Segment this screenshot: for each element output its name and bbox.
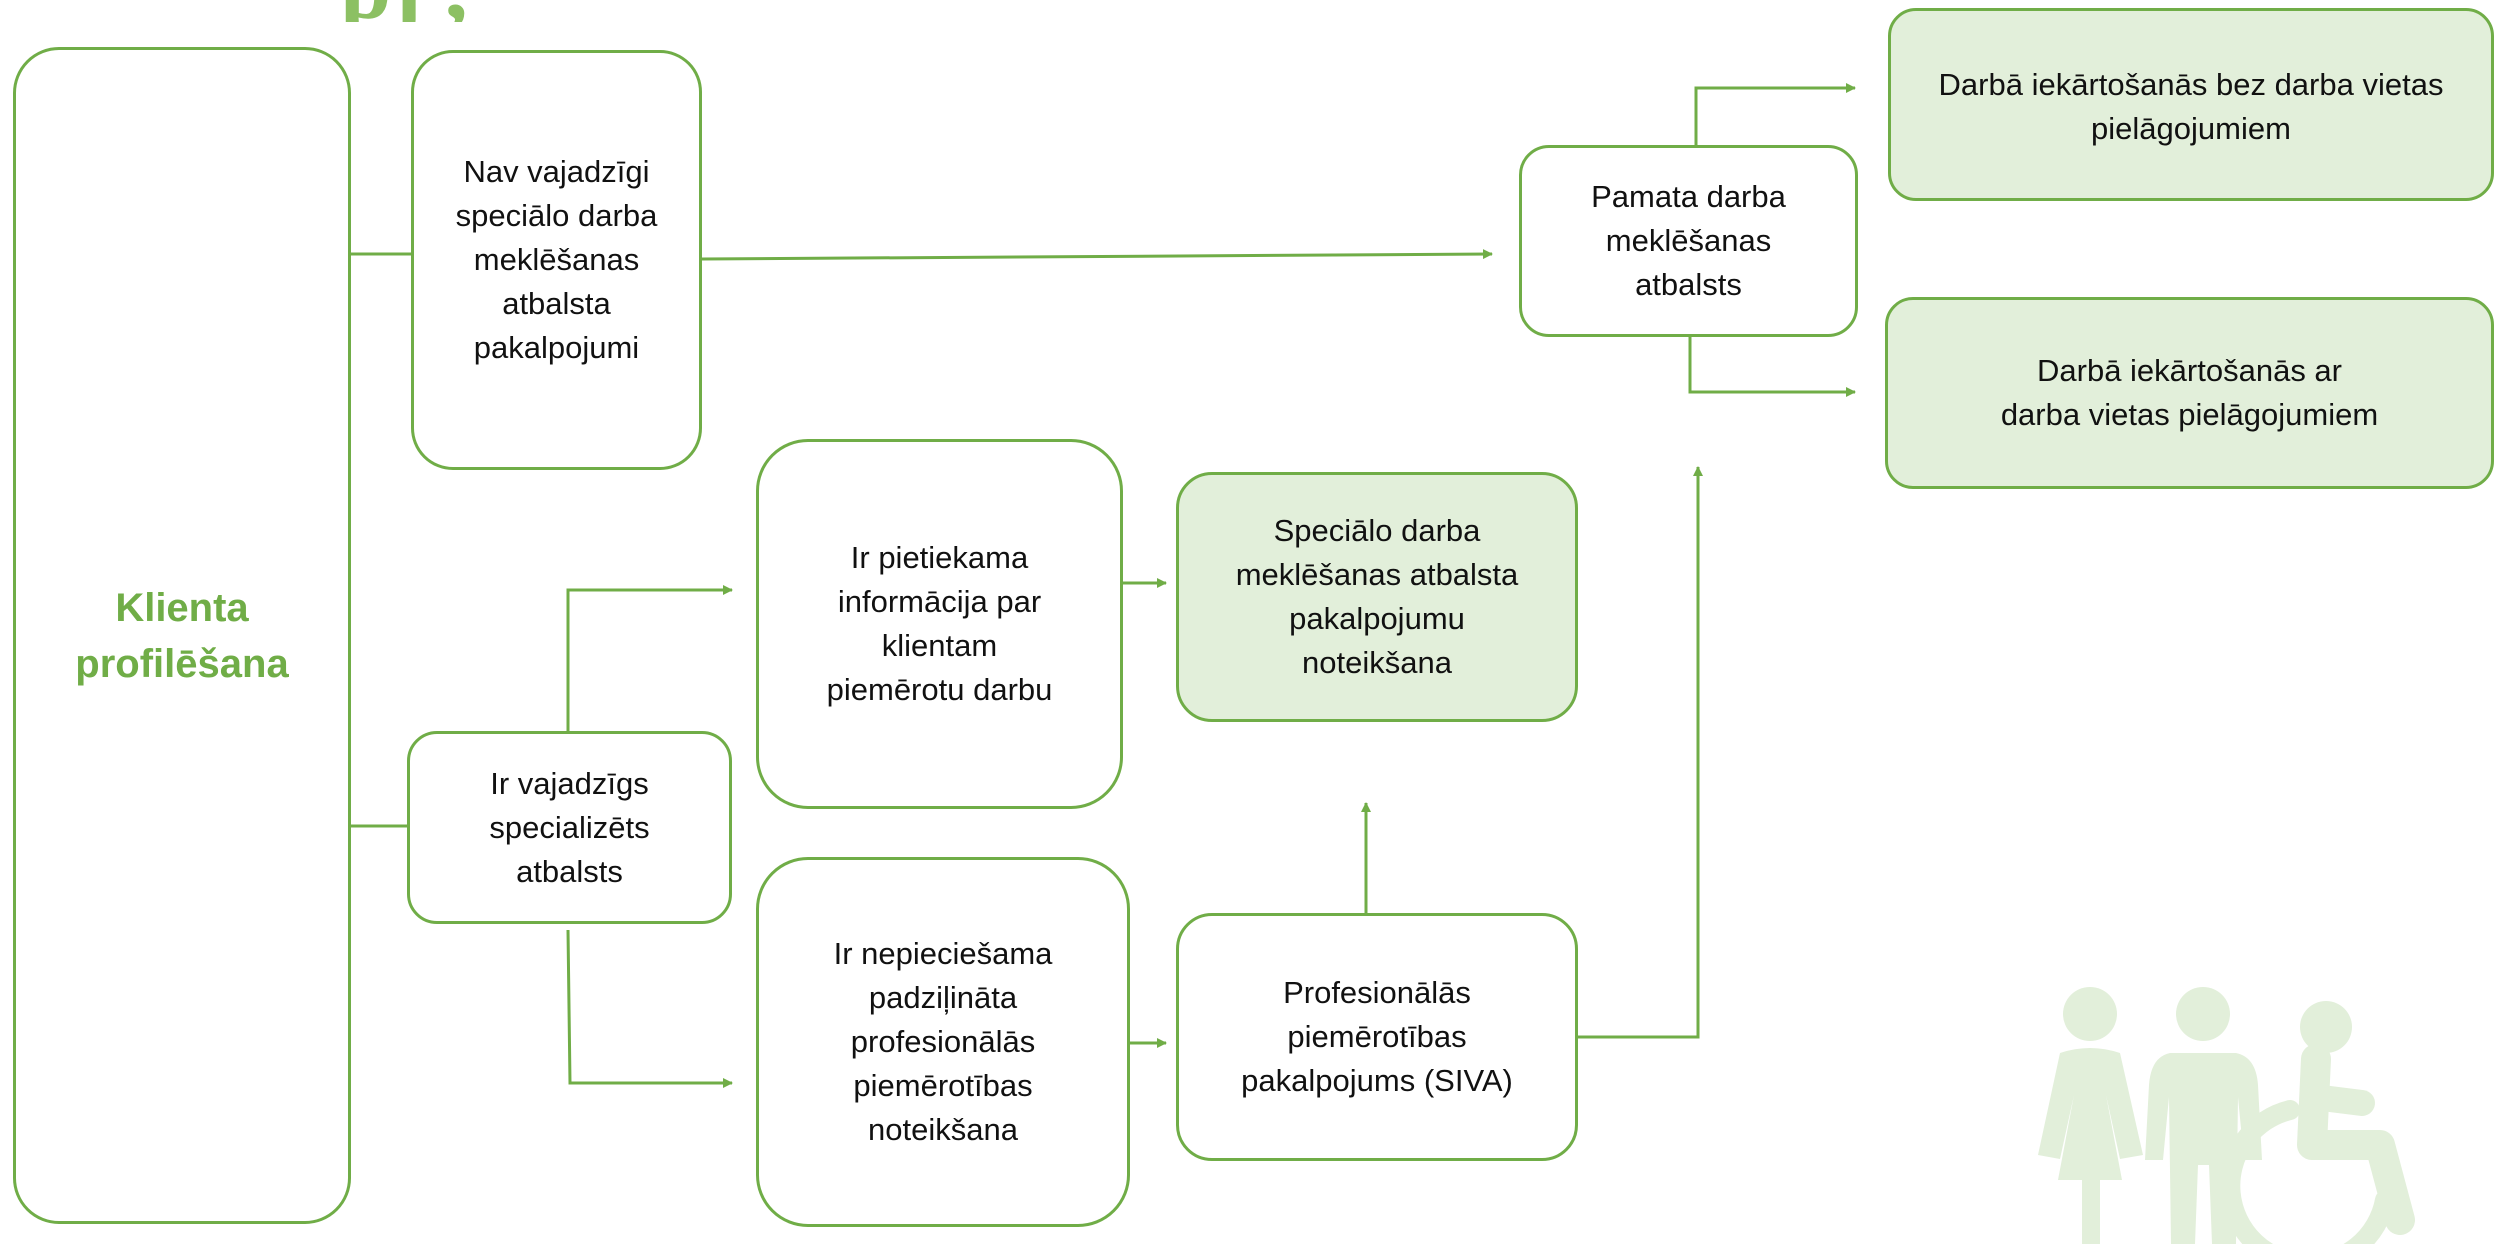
- employment-with-adaptation-box: Darbā iekārtošanās ar darba vietas pielā…: [1885, 297, 2494, 489]
- siva-service-box: Profesionālās piemērotības pakalpojums (…: [1176, 913, 1578, 1161]
- client-profiling-box: Klienta profilēšana: [13, 47, 351, 1224]
- arrow-no-special-to-basic: [701, 249, 1493, 261]
- arrow-basic-to-with-adaptation: [1688, 337, 1856, 397]
- arrow-siva-to-basic: [1578, 466, 1703, 1039]
- wheelchair-user-icon: [2220, 1001, 2415, 1244]
- woman-icon: [2038, 987, 2143, 1244]
- employment-without-adaptation-box: Darbā iekārtošanās bez darba vietas piel…: [1888, 8, 2494, 201]
- in-depth-assessment-box: Ir nepieciešama padziļināta profesionālā…: [756, 857, 1130, 1227]
- arrow-basic-to-without-adaptation: [1694, 83, 1856, 145]
- specialized-support-label: Ir vajadzīgs specializēts atbalsts: [489, 765, 650, 889]
- page-title-fragment: pj ,: [340, 0, 468, 22]
- basic-job-search-label: Pamata darba meklēšanas atbalsts: [1591, 179, 1786, 302]
- no-special-services-label: Nav vajadzīgi speciālo darba meklēšanas …: [455, 154, 658, 365]
- client-profiling-label: Klienta profilēšana: [75, 585, 289, 686]
- employment-with-adaptation-label: Darbā iekārtošanās ar darba vietas pielā…: [2000, 353, 2379, 432]
- in-depth-assessment-label: Ir nepieciešama padziļināta profesionālā…: [833, 936, 1053, 1147]
- sufficient-info-box: Ir pietiekama informācija par klientam p…: [756, 439, 1123, 809]
- arrow-specialized-to-in-depth: [566, 929, 733, 1088]
- basic-job-search-box: Pamata darba meklēšanas atbalsts: [1519, 145, 1858, 337]
- special-services-determination-box: Speciālo darba meklēšanas atbalsta pakal…: [1176, 472, 1578, 722]
- sufficient-info-label: Ir pietiekama informācija par klientam p…: [826, 540, 1053, 707]
- specialized-support-box: Ir vajadzīgs specializēts atbalsts: [407, 731, 732, 924]
- employment-without-adaptation-label: Darbā iekārtošanās bez darba vietas piel…: [1938, 67, 2444, 146]
- people-illustration: [2038, 987, 2415, 1244]
- no-special-services-box: Nav vajadzīgi speciālo darba meklēšanas …: [411, 50, 702, 470]
- man-icon: [2145, 987, 2262, 1244]
- special-services-determination-label: Speciālo darba meklēšanas atbalsta pakal…: [1235, 513, 1519, 680]
- siva-service-label: Profesionālās piemērotības pakalpojums (…: [1241, 975, 1513, 1098]
- arrow-specialized-to-sufficient: [566, 585, 733, 731]
